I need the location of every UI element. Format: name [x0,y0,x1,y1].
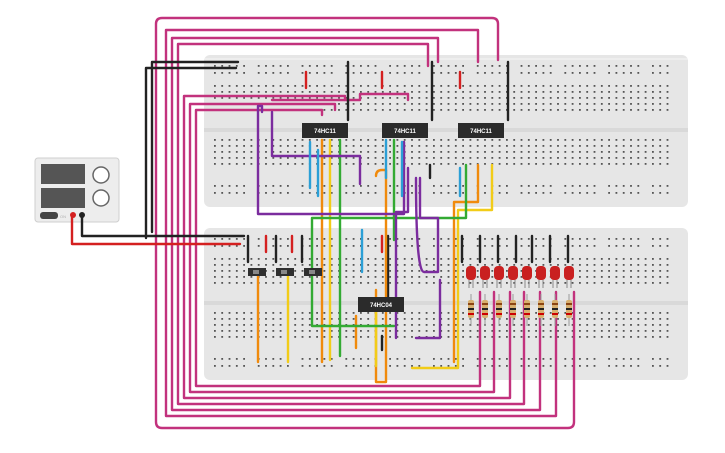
led [494,266,504,288]
power-supply[interactable]: ON [34,157,120,223]
resistor [482,294,488,326]
resistor [524,294,530,326]
current-knob[interactable] [92,189,110,207]
chip-not1[interactable]: 74HC04 [358,297,404,312]
wire[interactable] [194,108,482,388]
wire[interactable] [270,92,410,102]
wire[interactable] [270,110,362,186]
resistor [552,294,558,326]
wires [70,16,576,430]
wire[interactable] [176,42,526,406]
chip-label: 74HC11 [314,129,336,135]
breadboard-top [204,55,688,207]
led [536,266,546,288]
wire[interactable] [182,94,512,400]
wire[interactable] [70,213,242,246]
resistor [496,294,502,326]
resistor [566,294,572,326]
led [522,266,532,288]
toggle-switch[interactable] [304,268,322,276]
voltage-knob[interactable] [92,166,110,184]
chip-label: 74HC11 [470,129,492,135]
chip-and2[interactable]: 74HC11 [382,123,428,138]
chip-and1[interactable]: 74HC11 [302,123,348,138]
wire[interactable] [414,278,442,340]
wire[interactable] [414,176,440,274]
wire[interactable] [410,163,494,370]
wire[interactable] [170,36,542,412]
wire[interactable] [154,16,576,430]
resistor [538,294,544,326]
chip-label: 74HC11 [394,129,416,135]
leds [466,266,574,326]
display-voltage [41,164,85,184]
wire[interactable] [188,102,496,394]
led [466,266,476,288]
power-button[interactable] [40,212,58,219]
breadboard-bottom [204,228,688,380]
toggle-switch[interactable] [248,268,266,276]
chip-and3[interactable]: 74HC11 [458,123,504,138]
resistor [510,294,516,326]
wire[interactable] [144,66,238,240]
switches[interactable] [248,268,322,276]
led [550,266,560,288]
power-button-label: ON [60,214,66,219]
wire[interactable] [164,28,558,418]
wire[interactable] [80,213,246,238]
wire[interactable] [394,166,410,340]
wire[interactable] [256,104,406,216]
resistor [468,294,474,326]
led [508,266,518,288]
led [564,266,574,288]
led [480,266,490,288]
wire[interactable] [150,60,240,234]
chip-label: 74HC04 [370,303,393,309]
display-current [41,188,85,208]
toggle-switch[interactable] [276,268,294,276]
